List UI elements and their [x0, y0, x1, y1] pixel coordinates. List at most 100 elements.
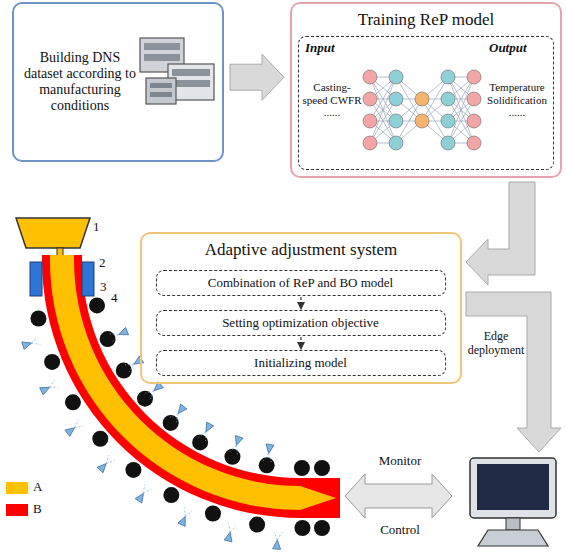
roll [65, 394, 81, 410]
network-link [448, 77, 474, 143]
spray-jet [205, 432, 206, 441]
box-text: Temperature Solidification ...... [483, 81, 551, 119]
roll [137, 391, 153, 407]
spray-nozzle [134, 356, 144, 364]
spray-nozzle [235, 436, 243, 446]
network-box: InputCasting-speed CWFR ......OutputTemp… [298, 36, 554, 170]
tundish [16, 218, 90, 248]
block-arrow [230, 54, 284, 100]
spray-jet [110, 333, 119, 335]
spray-nozzle [65, 428, 75, 437]
network-neuron [467, 136, 481, 150]
monitor-frame [470, 458, 556, 518]
network-neuron [389, 114, 403, 128]
roll [224, 449, 240, 465]
spray-jet [263, 453, 268, 460]
adjustment-box: Adaptive adjustment systemCombination of… [140, 232, 462, 384]
step-box: Combination of ReP and BO model [156, 270, 446, 296]
spray-jet [145, 391, 154, 393]
server-icon [140, 38, 214, 104]
block-arrow [466, 182, 535, 285]
box-text: Building DNS dataset according to manufa… [20, 50, 140, 114]
network-neuron [363, 92, 377, 106]
box-heading: Training ReP model [292, 10, 560, 30]
spray-jet [49, 380, 54, 387]
computer-icon [470, 458, 556, 546]
legend-text: A [33, 480, 42, 495]
box-text: Input [305, 41, 365, 56]
spray-nozzle [273, 540, 281, 549]
monitor-stand [506, 518, 520, 530]
network-neuron [467, 92, 481, 106]
spray-jet [129, 364, 134, 372]
roll [30, 310, 46, 326]
annotation: Control [360, 523, 440, 538]
spray-jet [75, 420, 79, 428]
spray-jet [277, 532, 282, 540]
spray-jet [184, 508, 185, 517]
spray-jet [170, 414, 178, 418]
spray-jet [106, 460, 114, 463]
neural-network [363, 70, 481, 150]
box-text: Setting optimization objective [159, 316, 442, 331]
spray-jet [230, 525, 236, 532]
network-neuron [441, 70, 455, 84]
callout-number: 1 [93, 220, 107, 235]
spray-jet [228, 523, 230, 532]
legend-swatch [6, 504, 28, 516]
monitor-control-arrow [345, 474, 452, 518]
box-heading: Adaptive adjustment system [142, 240, 460, 260]
network-neuron [467, 70, 481, 84]
network-neuron [415, 114, 429, 128]
training-box: Training ReP modelInputCasting-speed CWF… [290, 2, 562, 178]
step-box: Initializing model [156, 350, 446, 376]
spray-jet [151, 391, 154, 399]
spray-jet [236, 445, 237, 454]
roll [163, 487, 179, 503]
roll [294, 520, 310, 536]
spray-jet [75, 426, 84, 428]
network-neuron [441, 136, 455, 150]
network-link [370, 77, 396, 143]
annotation: Edge deployment [466, 330, 526, 358]
spray-jet [32, 343, 41, 344]
server-slot [150, 83, 172, 88]
spray-jet [113, 335, 119, 342]
spray-nozzle [119, 327, 129, 334]
spray-nozzle [97, 464, 106, 473]
spray-jet [185, 511, 192, 517]
spray-nozzle [206, 422, 214, 432]
network-neuron [389, 136, 403, 150]
server-slot [144, 54, 180, 61]
mould [82, 262, 94, 296]
roll [205, 505, 221, 521]
network-neuron [467, 114, 481, 128]
deployment-arrow [466, 292, 561, 452]
spray-jet [176, 414, 178, 423]
box-text: Initializing model [159, 356, 442, 371]
network-neuron [415, 92, 429, 106]
spray-nozzle [224, 532, 232, 542]
roll [249, 517, 265, 533]
server-box [146, 78, 176, 104]
box-text: Combination of ReP and BO model [159, 276, 442, 291]
mould [30, 262, 42, 296]
network-neuron [363, 70, 377, 84]
callout-number: 4 [111, 291, 125, 306]
spray-jet [49, 387, 58, 388]
spray-nozzle [135, 493, 143, 503]
network-link [370, 77, 396, 143]
dashed-arrow [300, 297, 301, 309]
spray-jet [125, 364, 134, 366]
spray-jet [106, 455, 109, 464]
monitor-screen [477, 464, 549, 510]
roll [89, 297, 105, 313]
server-slot [150, 92, 172, 97]
network-neuron [441, 114, 455, 128]
step-box: Setting optimization objective [156, 310, 446, 336]
roll [314, 520, 330, 536]
roll [259, 457, 275, 473]
spray-jet [230, 445, 236, 451]
spray-jet [143, 489, 151, 493]
roll [314, 460, 330, 476]
